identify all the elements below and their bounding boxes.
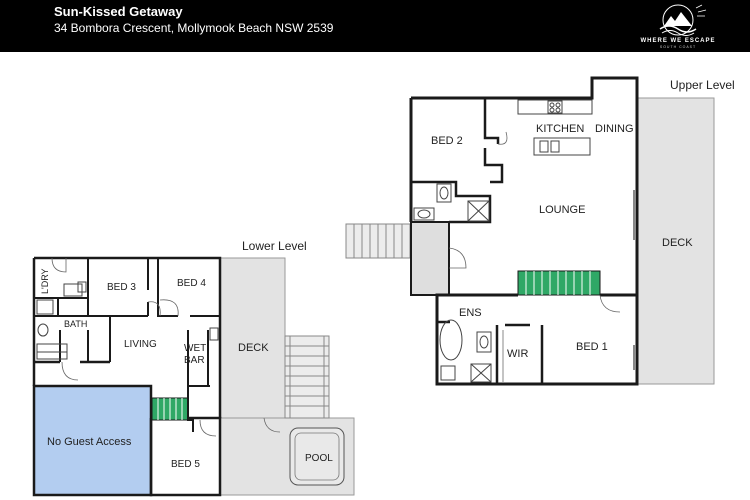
floor-plan: Upper Level DECK BED 2	[32, 76, 735, 497]
room-label-wir: WIR	[507, 348, 528, 360]
lower-bathroom-fixtures	[36, 281, 87, 360]
property-address: 34 Bombora Crescent, Mollymook Beach NSW…	[54, 21, 334, 35]
upper-deck	[636, 97, 715, 385]
logo-wordmark: WHERE WE ESCAPE	[640, 38, 716, 44]
room-label-living: LIVING	[124, 339, 157, 350]
header-bar: Sun-Kissed Getaway 34 Bombora Crescent, …	[0, 0, 750, 52]
bed2-walls	[411, 180, 492, 224]
logo-subtitle: SOUTH COAST	[659, 45, 697, 49]
room-label-ens: ENS	[459, 307, 482, 319]
room-label-kitchen: KITCHEN	[536, 123, 584, 135]
upper-outer-walls	[411, 76, 639, 386]
internal-stairs-lower	[151, 397, 189, 421]
no-guest-access-area	[32, 384, 153, 497]
room-label-deck-lower: DECK	[238, 342, 269, 354]
property-title: Sun-Kissed Getaway	[54, 4, 183, 19]
room-label-lounge: LOUNGE	[539, 204, 585, 216]
lower-outer-walls	[32, 256, 222, 418]
lower-exterior-stairs	[284, 335, 330, 419]
room-label-pool: POOL	[305, 453, 333, 464]
room-label-no-access: No Guest Access	[47, 436, 132, 448]
room-label-bar: BAR	[184, 355, 205, 366]
room-label-bath: BATH	[64, 319, 87, 329]
entry-landing	[410, 221, 450, 296]
room-label-bed3: BED 3	[107, 282, 136, 293]
room-label-bed1: BED 1	[576, 341, 608, 353]
room-label-bed4: BED 4	[177, 278, 206, 289]
room-label-deck-upper: DECK	[662, 237, 693, 249]
internal-stairs-upper	[517, 270, 601, 296]
upper-level-label: Upper Level	[670, 78, 735, 92]
room-label-bed2: BED 2	[431, 135, 463, 147]
room-label-dining: DINING	[595, 123, 634, 135]
room-label-bed5: BED 5	[171, 459, 200, 470]
bed1-suite-walls	[437, 320, 544, 384]
lower-level-label: Lower Level	[242, 239, 307, 253]
pool	[289, 427, 345, 486]
kitchen-fixtures	[517, 99, 593, 156]
wave-mountain-logo-icon: WHERE WE ESCAPE SOUTH COAST	[640, 2, 716, 50]
upper-exterior-stairs	[345, 223, 411, 259]
room-label-ldry: L'DRY	[40, 268, 50, 294]
room-label-wet: WET	[184, 343, 206, 354]
lower-deck	[219, 257, 286, 419]
ensuite-fixtures	[439, 319, 504, 383]
upper-bathroom	[413, 183, 490, 222]
